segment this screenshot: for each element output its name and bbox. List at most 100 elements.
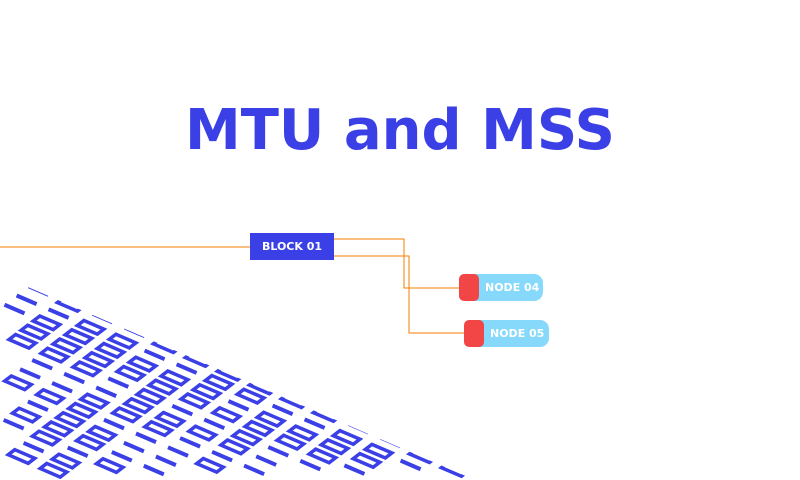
binary-zero (53, 410, 87, 429)
binary-zero (29, 313, 64, 332)
binary-pattern (1, 284, 472, 480)
binary-zero (93, 341, 128, 360)
binary-zero (317, 437, 352, 456)
binary-one (143, 463, 165, 477)
binary-zero (125, 355, 160, 373)
binary-one (22, 441, 45, 454)
binary-zero (145, 378, 180, 396)
binary-zero (49, 336, 84, 355)
binary-zero (277, 391, 312, 410)
binary-one (255, 454, 277, 467)
binary-one (111, 450, 133, 463)
connector-line-node-04 (334, 238, 459, 289)
binary-zero (4, 447, 39, 466)
binary-zero (229, 428, 264, 447)
binary-zero (233, 387, 268, 405)
binary-zero (181, 350, 216, 369)
node-label: NODE 05 (490, 327, 545, 340)
binary-zero (73, 433, 107, 452)
binary-zero (41, 419, 75, 438)
binary-zero (217, 438, 251, 456)
node-label: NODE 04 (485, 281, 540, 294)
binary-zero (85, 424, 119, 443)
binary-one (271, 403, 294, 417)
binary-one (303, 417, 326, 430)
binary-one (103, 417, 125, 431)
binary-one (31, 358, 53, 371)
binary-zero (185, 424, 219, 442)
binary-zero (109, 405, 143, 424)
binary-one (155, 454, 177, 467)
binary-zero (113, 364, 148, 383)
binary-zero (9, 406, 43, 424)
binary-zero (189, 382, 224, 401)
binary-one (299, 459, 322, 472)
binary-zero (405, 446, 440, 465)
binary-zero (17, 323, 52, 341)
binary-one (179, 436, 201, 449)
binary-zero (33, 387, 67, 406)
binary-one (399, 458, 422, 472)
binary-zero (273, 433, 308, 451)
binary-one (95, 385, 117, 398)
binary-one (123, 440, 145, 454)
binary-one (267, 445, 290, 458)
binary-one (3, 302, 26, 316)
binary-zero (437, 460, 472, 479)
binary-one (167, 445, 189, 458)
binary-zero (177, 392, 212, 410)
binary-zero (201, 373, 236, 392)
binary-zero (361, 442, 396, 461)
binary-one (19, 367, 41, 380)
node-marker (464, 320, 484, 347)
binary-zero (241, 419, 276, 438)
node-04[interactable]: NODE 04 (459, 274, 543, 301)
binary-zero (193, 456, 227, 475)
binary-one (27, 399, 49, 412)
binary-zero (105, 332, 140, 350)
binary-one (211, 449, 233, 463)
block-01[interactable]: BLOCK 01 (250, 233, 334, 260)
binary-one (66, 445, 89, 458)
binary-one (15, 293, 38, 306)
binary-zero (65, 401, 99, 420)
binary-zero (285, 424, 320, 442)
binary-one (135, 431, 157, 444)
binary-zero (157, 369, 192, 387)
binary-one (243, 463, 265, 476)
binary-one (203, 417, 226, 430)
binary-one (2, 418, 25, 431)
binary-zero (36, 461, 71, 480)
binary-one (51, 381, 73, 394)
binary-zero (253, 410, 288, 428)
binary-zero (149, 336, 184, 355)
binary-zero (209, 405, 244, 424)
binary-one (171, 403, 194, 417)
binary-zero (5, 332, 40, 351)
binary-one (123, 325, 146, 338)
binary-zero (309, 405, 344, 424)
binary-zero (141, 419, 175, 438)
binary-one (379, 435, 402, 449)
binary-zero (153, 410, 187, 429)
block-label: BLOCK 01 (261, 240, 323, 253)
binary-one (107, 376, 130, 389)
binary-zero (69, 359, 104, 378)
binary-zero (121, 396, 155, 415)
binary-zero (1, 373, 35, 392)
binary-zero (61, 327, 96, 346)
binary-one (91, 311, 114, 325)
binary-zero (28, 429, 63, 447)
binary-zero (53, 295, 88, 314)
binary-zero (73, 318, 108, 337)
binary-zero (37, 346, 72, 364)
binary-one (175, 362, 198, 375)
binary-one (227, 399, 250, 412)
node-05[interactable]: NODE 05 (464, 320, 549, 347)
binary-one (343, 463, 366, 476)
binary-zero (48, 452, 83, 470)
binary-zero (305, 447, 340, 465)
binary-one (143, 348, 166, 361)
binary-zero (329, 428, 364, 447)
